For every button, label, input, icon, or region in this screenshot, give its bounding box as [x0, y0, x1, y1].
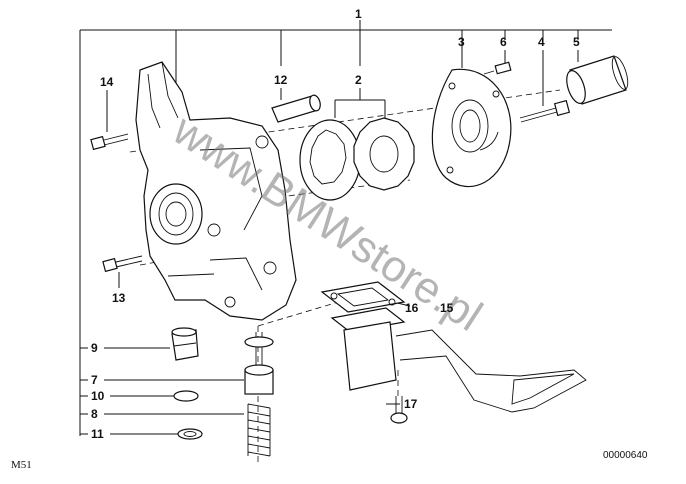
piston-7 — [244, 332, 274, 395]
sleeve-5 — [566, 55, 629, 105]
callout-15: 15 — [440, 301, 454, 315]
callout-17: 17 — [404, 397, 418, 411]
bolt-4 — [519, 99, 571, 123]
oil-pump-housing — [135, 61, 297, 321]
callout-2: 2 — [355, 73, 362, 87]
callout-4: 4 — [538, 35, 545, 49]
callout-7: 7 — [91, 373, 98, 387]
bolt-6 — [483, 61, 512, 75]
callout-14: 14 — [100, 75, 114, 89]
pickup-tube-15 — [330, 307, 587, 413]
callout-10: 10 — [91, 389, 105, 403]
callout-12: 12 — [274, 73, 288, 87]
screw-17 — [390, 396, 408, 424]
callout-8: 8 — [91, 407, 98, 421]
cover-plate-3 — [431, 68, 512, 188]
callout-11: 11 — [91, 427, 104, 441]
plug-9 — [171, 327, 199, 361]
spring-8 — [247, 403, 271, 457]
o-ring-10 — [173, 390, 199, 402]
rotor-inner — [353, 117, 415, 191]
bolt-14 — [90, 133, 129, 151]
drawing-number: 00000640 — [603, 450, 648, 461]
callout-6: 6 — [500, 35, 507, 49]
circlip-11 — [177, 428, 203, 440]
bolt-13 — [102, 255, 143, 273]
callout-labels: 1 2 3 4 5 6 7 8 9 10 11 12 13 14 15 16 1… — [91, 7, 580, 441]
sleeve-12 — [271, 94, 321, 123]
callout-9: 9 — [91, 341, 98, 355]
gasket-16 — [320, 281, 406, 313]
callout-5: 5 — [573, 35, 580, 49]
callout-16: 16 — [405, 301, 419, 315]
callout-13: 13 — [112, 291, 126, 305]
frame-lines — [79, 20, 612, 436]
model-code: M51 — [11, 459, 32, 471]
callout-1: 1 — [355, 7, 362, 21]
callout-3: 3 — [458, 35, 465, 49]
